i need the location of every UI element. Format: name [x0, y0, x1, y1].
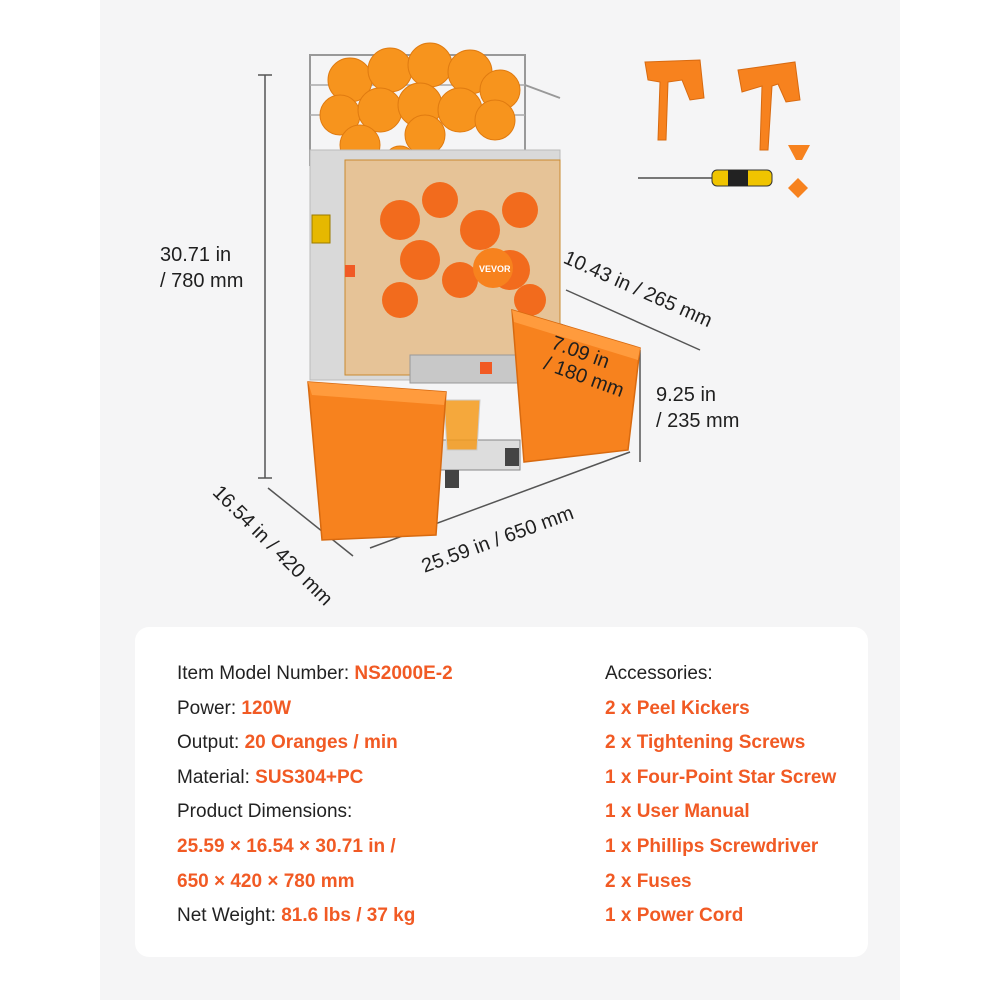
screwdriver-image: [638, 169, 773, 187]
accessory-item: 2 x Fuses: [605, 870, 692, 892]
accessories-list: Accessories: 2 x Peel Kickers 2 x Tighte…: [605, 657, 836, 934]
bucket-height-dimension: 9.25 in / 235 mm: [656, 384, 740, 432]
peel-kickers-image: [644, 59, 801, 151]
accessory-item: 1 x Power Cord: [605, 905, 744, 927]
spec-dimensions-metric: 650 × 420 × 780 mm: [177, 870, 355, 892]
accessories-title: Accessories:: [605, 663, 713, 684]
spec-power: Power: 120W: [177, 697, 292, 719]
spec-dimensions-imperial: 25.59 × 16.54 × 30.71 in /: [177, 835, 396, 857]
tightening-screw-image: [788, 145, 810, 160]
accessory-item: 1 x User Manual: [605, 801, 750, 823]
spec-model: Item Model Number: NS2000E-2: [177, 663, 453, 684]
spec-weight: Net Weight: 81.6 lbs / 37 kg: [177, 905, 416, 927]
base-and-glass: [439, 399, 521, 488]
spec-material: Material: SUS304+PC: [177, 766, 364, 788]
accessory-item: 2 x Tightening Screws: [605, 732, 806, 754]
accessory-item: 1 x Four-Point Star Screw: [605, 766, 837, 788]
left-peel-bucket: [307, 381, 447, 541]
star-screw-image: [788, 178, 808, 198]
juicer-body: VEVOR: [309, 149, 561, 384]
spec-list: Item Model Number: NS2000E-2 Power: 120W…: [177, 657, 453, 934]
spec-output: Output: 20 Oranges / min: [177, 732, 398, 754]
vevor-logo: VEVOR: [479, 264, 511, 274]
juicer-illustration: VEVOR: [258, 42, 810, 557]
accessory-item: 1 x Phillips Screwdriver: [605, 835, 819, 857]
specifications-card: Item Model Number: NS2000E-2 Power: 120W…: [135, 627, 868, 957]
height-dimension: 30.71 in / 780 mm: [160, 244, 244, 292]
spec-dimensions-label: Product Dimensions:: [177, 801, 353, 823]
accessory-item: 2 x Peel Kickers: [605, 697, 750, 719]
